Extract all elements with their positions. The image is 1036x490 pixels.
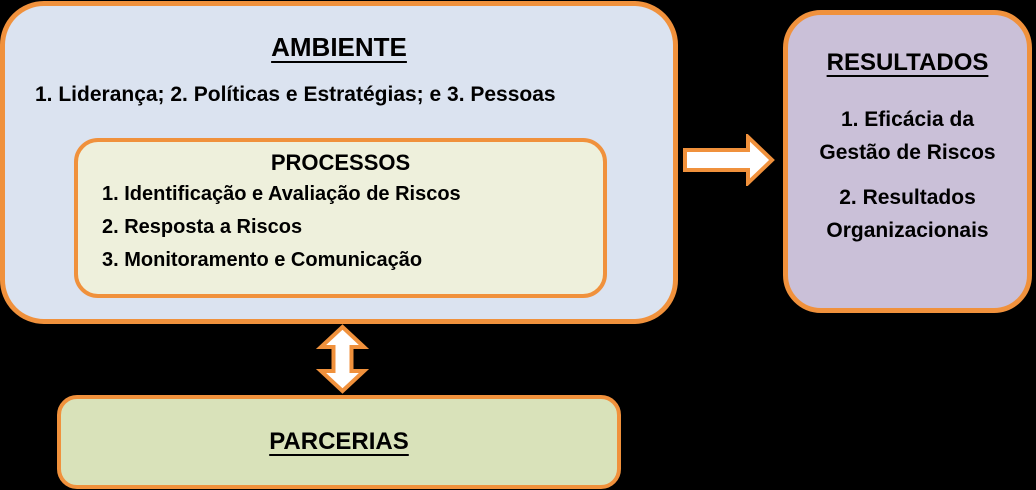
- ambiente-box: AMBIENTE 1. Liderança; 2. Políticas e Es…: [0, 1, 678, 324]
- resultados-item-1: 1. Eficácia da Gestão de Riscos: [819, 108, 996, 164]
- processos-item-2: 2. Resposta a Riscos: [102, 216, 303, 238]
- processos-item-1: 1. Identificação e Avaliação de Riscos: [102, 183, 461, 205]
- processos-item-3: 3. Monitoramento e Comunicação: [102, 249, 423, 271]
- parcerias-box: PARCERIAS: [57, 395, 621, 489]
- double-vertical-arrow-icon: [315, 324, 370, 394]
- ambiente-title: AMBIENTE: [271, 32, 407, 62]
- resultados-item-2: 2. Resultados Organizacionais: [826, 186, 989, 242]
- right-arrow-icon: [683, 134, 775, 186]
- processos-box: PROCESSOS 1. Identificação e Avaliação d…: [74, 138, 607, 298]
- resultados-box: RESULTADOS 1. Eficácia da Gestão de Risc…: [783, 10, 1032, 313]
- processos-title: PROCESSOS: [270, 150, 411, 175]
- ambiente-items-line: 1. Liderança; 2. Políticas e Estratégias…: [35, 83, 556, 106]
- parcerias-title: PARCERIAS: [269, 428, 409, 455]
- resultados-title: RESULTADOS: [826, 49, 989, 76]
